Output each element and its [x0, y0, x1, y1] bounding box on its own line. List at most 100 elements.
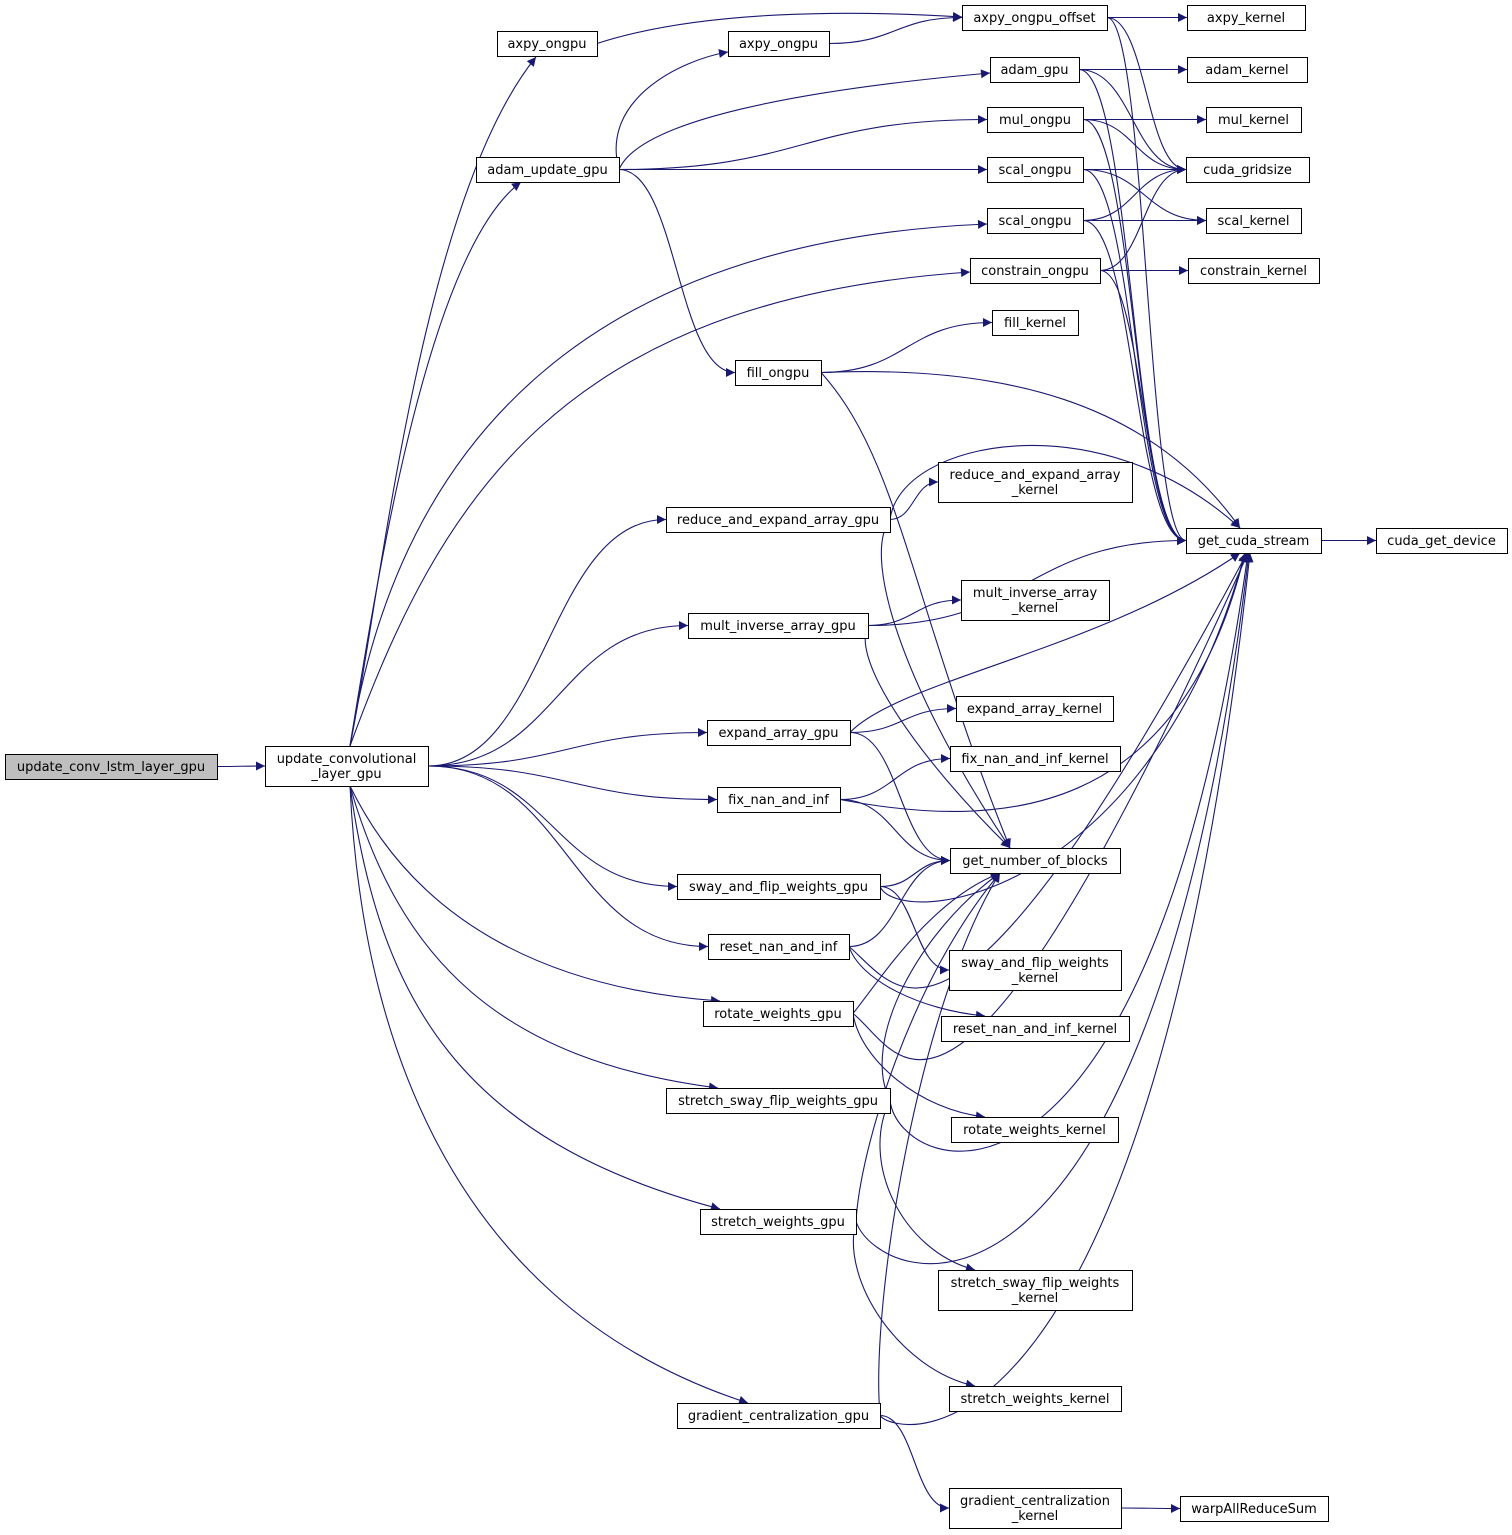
node-update_conv_lstm_layer_gpu[interactable]: update_conv_lstm_layer_gpu — [5, 754, 218, 780]
node-mult_inverse_array_gpu[interactable]: mult_inverse_array_gpu — [688, 613, 869, 639]
node-sway_and_flip_weights_kernel[interactable]: sway_and_flip_weights_kernel — [949, 950, 1122, 991]
node-reduce_and_expand_array_gpu[interactable]: reduce_and_expand_array_gpu — [666, 507, 891, 533]
node-cuda_gridsize[interactable]: cuda_gridsize — [1186, 157, 1310, 183]
node-label: scal_kernel — [1217, 214, 1289, 229]
edge-mult_inverse_array_gpu-to-mult_inverse_array_kernel — [867, 595, 962, 627]
node-box — [990, 57, 1080, 83]
edge-update_convolutional_layer_gpu-to-constrain_ongpu — [349, 268, 971, 747]
node-box — [987, 107, 1084, 133]
node-fix_nan_and_inf_kernel[interactable]: fix_nan_and_inf_kernel — [950, 746, 1121, 772]
node-gradient_centralization_gpu[interactable]: gradient_centralization_gpu — [677, 1403, 881, 1429]
node-mul_kernel[interactable]: mul_kernel — [1206, 107, 1302, 133]
node-axpy_kernel[interactable]: axpy_kernel — [1187, 5, 1306, 31]
edge-stretch_weights_gpu-to-get_number_of_blocks — [855, 872, 1001, 1222]
edge-axpy_ongpu_a-to-axpy_ongpu_offset — [596, 11, 963, 45]
node-label: fix_nan_and_inf — [728, 793, 829, 808]
node-fill_ongpu[interactable]: fill_ongpu — [735, 360, 822, 386]
edge-update_convolutional_layer_gpu-to-reset_nan_and_inf — [427, 765, 709, 951]
node-label: fill_kernel — [1004, 316, 1066, 331]
node-reset_nan_and_inf_kernel[interactable]: reset_nan_and_inf_kernel — [941, 1016, 1130, 1042]
node-box — [1206, 208, 1302, 234]
node-fix_nan_and_inf[interactable]: fix_nan_and_inf — [717, 787, 841, 813]
node-axpy_ongpu_a[interactable]: axpy_ongpu — [497, 31, 598, 57]
node-adam_update_gpu[interactable]: adam_update_gpu — [476, 157, 620, 183]
node-label: constrain_kernel — [1200, 264, 1307, 279]
edge-update_conv_lstm_layer_gpu-to-update_convolutional_layer_gpu — [216, 761, 266, 771]
node-stretch_weights_gpu[interactable]: stretch_weights_gpu — [700, 1209, 857, 1235]
edges-layer — [216, 11, 1376, 1513]
node-sway_and_flip_weights_gpu[interactable]: sway_and_flip_weights_gpu — [677, 874, 881, 900]
node-constrain_ongpu[interactable]: constrain_ongpu — [970, 258, 1101, 284]
node-label: _kernel — [1011, 483, 1059, 498]
node-label: axpy_kernel — [1207, 11, 1285, 26]
node-box — [987, 157, 1084, 183]
node-label: get_number_of_blocks — [962, 854, 1108, 869]
edge-stretch_sway_flip_weights_gpu-to-get_number_of_blocks — [881, 872, 1001, 1101]
node-expand_array_kernel[interactable]: expand_array_kernel — [956, 696, 1114, 722]
edge-update_convolutional_layer_gpu-to-mult_inverse_array_gpu — [427, 621, 689, 767]
edge-fix_nan_and_inf-to-fix_nan_and_inf_kernel — [839, 754, 951, 801]
nodes-layer: update_conv_lstm_layer_gpu update_convolu… — [5, 5, 1508, 1529]
node-box — [677, 874, 881, 900]
node-label: scal_ongpu — [999, 163, 1072, 178]
node-scal_ongpu_a[interactable]: scal_ongpu — [987, 157, 1084, 183]
node-box — [938, 462, 1133, 503]
edge-scal_ongpu_b-to-cuda_gridsize — [1082, 165, 1187, 222]
node-constrain_kernel[interactable]: constrain_kernel — [1188, 258, 1320, 284]
node-reset_nan_and_inf[interactable]: reset_nan_and_inf — [708, 934, 850, 960]
node-label: stretch_weights_kernel — [960, 1392, 1109, 1407]
node-scal_ongpu_b[interactable]: scal_ongpu — [987, 208, 1084, 234]
node-update_convolutional_layer_gpu[interactable]: update_convolutional_layer_gpu — [265, 746, 429, 787]
node-gradient_centralization_kernel[interactable]: gradient_centralization_kernel — [949, 1488, 1122, 1529]
node-stretch_weights_kernel[interactable]: stretch_weights_kernel — [949, 1386, 1122, 1412]
node-rotate_weights_gpu[interactable]: rotate_weights_gpu — [703, 1001, 854, 1027]
node-axpy_ongpu_offset[interactable]: axpy_ongpu_offset — [962, 5, 1108, 31]
node-label: cuda_gridsize — [1203, 163, 1292, 178]
edge-rotate_weights_gpu-to-get_cuda_stream — [852, 552, 1249, 1061]
node-label: warpAllReduceSum — [1191, 1502, 1317, 1517]
node-stretch_sway_flip_weights_gpu[interactable]: stretch_sway_flip_weights_gpu — [666, 1088, 891, 1114]
node-label: mul_ongpu — [999, 113, 1071, 128]
node-box — [1187, 5, 1306, 31]
node-mult_inverse_array_kernel[interactable]: mult_inverse_array_kernel — [961, 580, 1110, 621]
node-scal_kernel[interactable]: scal_kernel — [1206, 208, 1302, 234]
edge-update_convolutional_layer_gpu-to-fix_nan_and_inf — [427, 765, 718, 804]
node-axpy_ongpu_b[interactable]: axpy_ongpu — [728, 31, 830, 57]
edge-update_convolutional_layer_gpu-to-rotate_weights_gpu — [349, 785, 721, 1005]
node-stretch_sway_flip_weights_kernel[interactable]: stretch_sway_flip_weights_kernel — [938, 1270, 1133, 1311]
edge-constrain_ongpu-to-get_cuda_stream — [1099, 269, 1187, 545]
node-adam_kernel[interactable]: adam_kernel — [1187, 57, 1308, 83]
edge-fill_ongpu-to-fill_kernel — [820, 318, 993, 374]
edge-update_convolutional_layer_gpu-to-gradient_centralization_gpu — [349, 785, 749, 1405]
node-rotate_weights_kernel[interactable]: rotate_weights_kernel — [951, 1117, 1119, 1143]
node-label: mul_kernel — [1218, 113, 1289, 128]
node-box — [1206, 107, 1302, 133]
edge-update_convolutional_layer_gpu-to-sway_and_flip_weights_gpu — [427, 765, 678, 891]
node-get_number_of_blocks[interactable]: get_number_of_blocks — [950, 848, 1121, 874]
node-box — [950, 848, 1121, 874]
edge-adam_update_gpu-to-mul_ongpu — [618, 115, 988, 171]
node-label: reset_nan_and_inf_kernel — [953, 1022, 1117, 1037]
edge-axpy_ongpu_offset-to-cuda_gridsize — [1106, 16, 1187, 174]
node-mul_ongpu[interactable]: mul_ongpu — [987, 107, 1084, 133]
node-fill_kernel[interactable]: fill_kernel — [992, 310, 1079, 336]
node-label: update_convolutional — [277, 752, 417, 767]
node-adam_gpu[interactable]: adam_gpu — [990, 57, 1080, 83]
node-box — [700, 1209, 857, 1235]
node-box — [728, 31, 830, 57]
node-expand_array_gpu[interactable]: expand_array_gpu — [707, 720, 851, 746]
node-reduce_and_expand_array_kernel[interactable]: reduce_and_expand_array_kernel — [938, 462, 1133, 503]
node-box — [677, 1403, 881, 1429]
node-get_cuda_stream[interactable]: get_cuda_stream — [1186, 528, 1322, 554]
node-label: fix_nan_and_inf_kernel — [961, 752, 1108, 767]
node-label: axpy_ongpu — [739, 37, 818, 52]
node-warpAllReduceSum[interactable]: warpAllReduceSum — [1180, 1496, 1329, 1522]
edge-reduce_and_expand_array_gpu-to-get_cuda_stream — [889, 444, 1241, 529]
node-cuda_get_device[interactable]: cuda_get_device — [1376, 528, 1508, 554]
node-box — [992, 310, 1079, 336]
edge-rotate_weights_gpu-to-get_number_of_blocks — [852, 872, 1001, 1014]
node-label: reduce_and_expand_array — [950, 468, 1121, 483]
edge-stretch_weights_gpu-to-get_cuda_stream — [855, 552, 1253, 1265]
node-box — [962, 5, 1108, 31]
edge-update_convolutional_layer_gpu-to-axpy_ongpu_a — [349, 56, 537, 747]
